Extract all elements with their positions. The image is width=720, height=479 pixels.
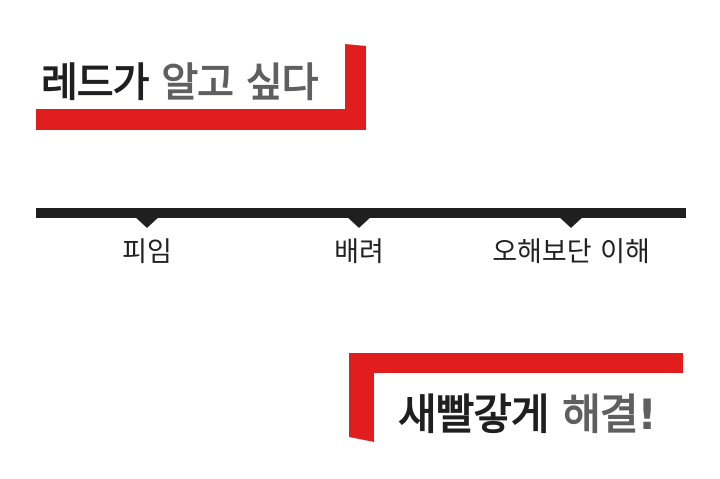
bottom-title: 새빨갛게 해결!: [398, 381, 657, 442]
bottom-title-banner: 새빨갛게 해결!: [349, 351, 683, 442]
top-title-banner: 레드가 알고 싶다: [36, 44, 366, 130]
timeline-marker-2: [346, 216, 372, 228]
timeline-label-2: 배려: [334, 237, 384, 268]
timeline: 피임 배려 오해보단 이해: [36, 208, 686, 278]
top-title: 레드가 알고 싶다: [41, 50, 318, 108]
timeline-marker-1: [134, 216, 160, 228]
timeline-line: [36, 208, 686, 218]
timeline-label-3: 오해보단 이해: [492, 237, 650, 268]
timeline-label-1: 피임: [122, 237, 172, 268]
timeline-marker-3: [558, 216, 584, 228]
bottom-red-corner-decoration: [349, 353, 683, 442]
bottom-title-gray: 해결!: [562, 390, 656, 439]
top-title-gray: 알고 싶다: [161, 60, 318, 106]
top-title-dark: 레드가: [41, 60, 149, 106]
top-red-corner-decoration: [36, 44, 366, 130]
bottom-title-dark: 새빨갛게: [398, 390, 550, 439]
